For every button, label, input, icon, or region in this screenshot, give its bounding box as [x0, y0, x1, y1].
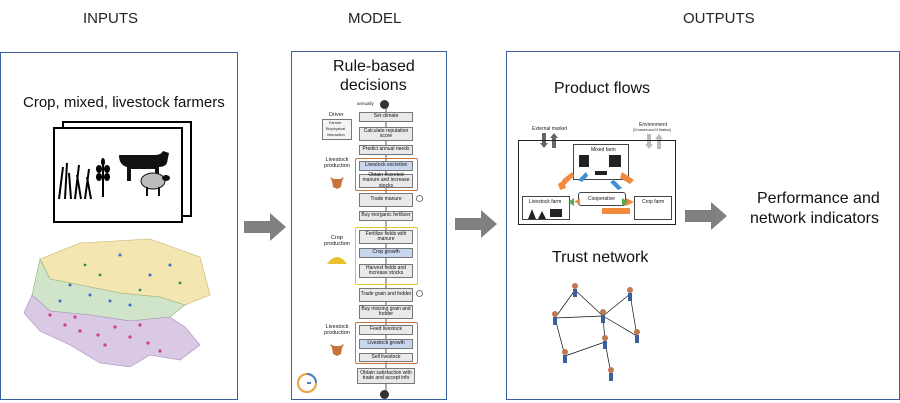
environment-arrows — [645, 134, 663, 149]
step-predict-needs: Predict annual needs — [359, 145, 413, 155]
crop-group — [355, 227, 418, 285]
trade-icon — [416, 195, 423, 202]
step-sell-livestock: Sell livestock — [359, 353, 413, 362]
livestock-farm-box: Livestock farm — [522, 196, 570, 220]
step-buy-missing: Buy missing grain and fodder — [359, 305, 413, 319]
mixed-farm-label: Mixed farm — [591, 147, 616, 153]
crop-farm-box: Crop farm — [634, 196, 672, 220]
wheat-icon — [96, 158, 110, 197]
driver-farmer: Farmer — [329, 121, 342, 125]
step-inorganic-fertilizer: Buy inorganic fertilizer — [359, 211, 413, 221]
model-title-line1: Rule-based — [333, 58, 415, 75]
sheep-icon — [140, 172, 170, 196]
side-crop-production: Crop production — [324, 235, 350, 247]
step-obtain-manure: Obtain excreted manure and increase stoc… — [359, 173, 413, 188]
livestock-group-1 — [355, 158, 418, 191]
driver-interaction: Interaction — [327, 133, 345, 137]
mixed-farm-box: Mixed farm — [573, 144, 629, 180]
crop-farm-label: Crop farm — [642, 199, 665, 205]
trust-network-graph — [552, 283, 640, 381]
cooperative-label: Cooperative — [588, 196, 615, 202]
cow-head-icon-2 — [330, 344, 344, 356]
livestock-group-2 — [355, 322, 418, 364]
cow-head-icon — [330, 177, 344, 189]
step-set-climate: Set climate — [359, 112, 413, 122]
step-fertilize-fields: Fertilize fields with manure — [359, 230, 413, 244]
livestock-farm-icon — [528, 209, 562, 219]
inputs-header: INPUTS — [83, 10, 139, 27]
driver-legend: Farmer Biophysical Interaction — [322, 119, 352, 140]
grass-icon — [58, 162, 92, 200]
side-livestock-production-1: Livestock production — [324, 157, 350, 169]
trust-network-title: Trust network — [552, 249, 649, 266]
farm-icons-card-front — [53, 127, 183, 223]
farmers-label: Crop, mixed, livestock farmers — [23, 94, 225, 111]
step-livestock-excretion: Livestock excretion — [359, 161, 413, 171]
model-title-line2: decisions — [340, 77, 407, 94]
driver-biophysical: Biophysical — [326, 127, 346, 131]
grain-pile-icon — [327, 257, 347, 264]
environment-sub-label: (N losses and N fixation) — [633, 128, 672, 132]
region-map — [23, 238, 211, 368]
start-node — [380, 100, 389, 109]
step-feed-livestock: Feed livestock — [359, 325, 413, 335]
trade-icon-2 — [416, 290, 423, 297]
product-flows-frame — [518, 140, 676, 225]
arrow-model-to-outputs — [455, 210, 497, 238]
step-harvest-fields: Harvest fields and increase stocks — [359, 264, 413, 278]
model-header: MODEL — [348, 10, 402, 27]
livestock-farm-label: Livestock farm — [529, 199, 562, 205]
arrow-to-indicators — [685, 202, 727, 230]
end-node — [380, 390, 389, 399]
step-reputation: Calculate reputation score — [359, 127, 413, 141]
annually-label: annually — [357, 101, 374, 106]
driver-title: Driver — [329, 112, 344, 118]
step-livestock-growth: Livestock growth — [359, 339, 413, 349]
arrow-inputs-to-model — [244, 213, 286, 241]
performance-line1: Performance and — [757, 190, 880, 207]
step-trade-grain: Trade grain and fodder — [359, 288, 413, 302]
step-crop-growth: Crop growth — [359, 248, 413, 258]
performance-line2: network indicators — [750, 210, 879, 227]
side-livestock-production-2: Livestock production — [324, 324, 350, 336]
outputs-header: OUTPUTS — [683, 10, 755, 27]
environment-label: Environment — [639, 122, 668, 128]
flow-arrows — [558, 172, 634, 214]
model-logo — [297, 373, 317, 393]
step-trade-manure: Trade manure — [359, 193, 413, 207]
external-market-label: External market — [532, 126, 568, 132]
outputs-panel — [506, 51, 900, 400]
step-satisfaction: Obtain satisfaction with trade and accep… — [357, 368, 415, 384]
mixed-farm-icon — [579, 155, 621, 175]
product-flows-title: Product flows — [554, 80, 651, 97]
